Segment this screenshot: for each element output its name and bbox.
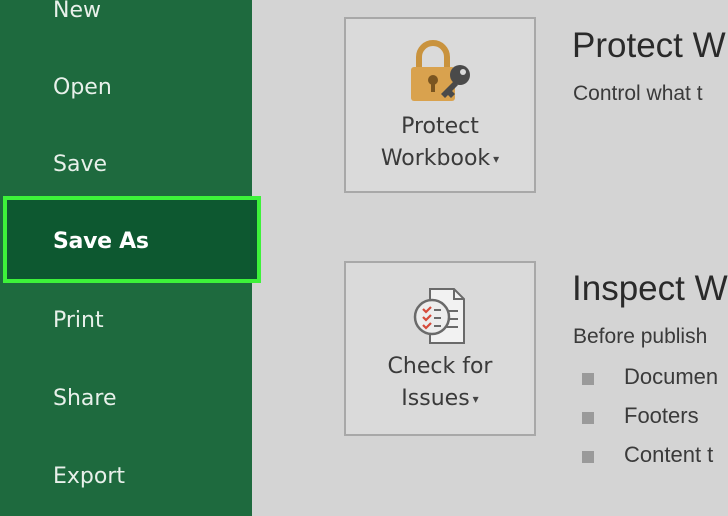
lock-key-icon [411, 40, 470, 101]
bullet-icon [582, 412, 594, 424]
nav-open[interactable]: Open [53, 75, 112, 100]
info-panel: Protect Workbook▾ Protect W Control what… [252, 0, 728, 516]
bullet-icon [582, 373, 594, 385]
nav-save-as[interactable]: Save As [3, 196, 261, 283]
check-for-issues-button[interactable]: Check for Issues▾ [344, 261, 536, 436]
protect-section-description: Control what t [573, 82, 703, 105]
backstage-sidebar: New Open Save Save As Print Share Export [0, 0, 261, 516]
protect-workbook-button[interactable]: Protect Workbook▾ [344, 17, 536, 193]
chevron-down-icon: ▾ [493, 152, 500, 166]
inspect-section-description: Before publish [573, 325, 708, 348]
protect-label-line1: Protect [401, 114, 479, 139]
check-issues-label-line2: Issues▾ [401, 386, 479, 411]
chevron-down-icon: ▾ [472, 392, 479, 406]
nav-print[interactable]: Print [53, 308, 104, 333]
document-checklist-icon [413, 288, 465, 344]
nav-new[interactable]: New [53, 0, 101, 23]
protect-label-line2: Workbook▾ [380, 146, 500, 171]
nav-save[interactable]: Save [53, 152, 108, 177]
inspect-section-title: Inspect W [572, 269, 728, 308]
check-issues-label-line1: Check for [387, 354, 493, 379]
nav-share[interactable]: Share [53, 386, 117, 411]
nav-export[interactable]: Export [53, 464, 126, 489]
bullet-icon [582, 451, 594, 463]
protect-section-title: Protect W [572, 26, 726, 65]
